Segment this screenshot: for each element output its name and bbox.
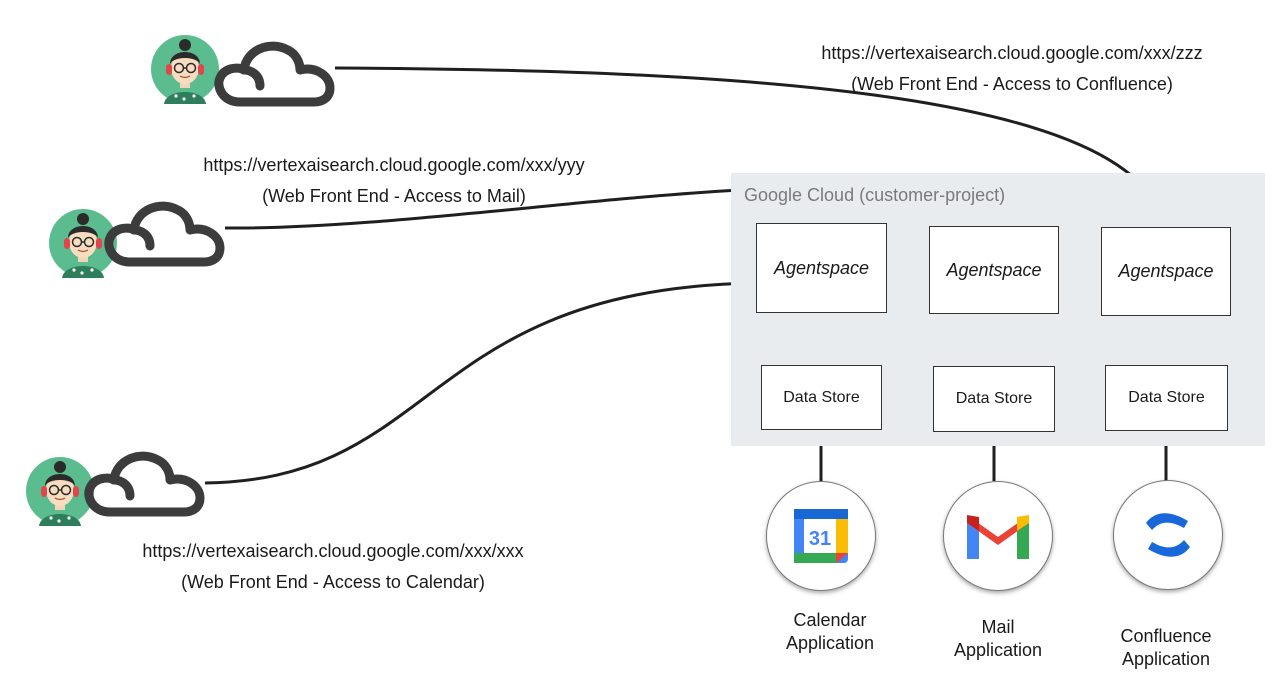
url-text-calendar[interactable]: https://vertexaisearch.cloud.google.com/… xyxy=(142,541,524,561)
region-label: Google Cloud (customer-project) xyxy=(744,185,1006,205)
user-avatar-confluence xyxy=(150,34,220,109)
calendar-app-label-line1: Calendar xyxy=(793,610,867,630)
confluence-icon xyxy=(1146,513,1190,557)
agentspace-box-mail[interactable]: Agentspace xyxy=(929,226,1059,314)
calendar-app-label: Calendar Application xyxy=(762,609,898,655)
person-avatar-icon xyxy=(49,209,117,278)
calendar-day-number: 31 xyxy=(809,528,831,550)
mail-app-label: Mail Application xyxy=(930,616,1066,662)
arrow-user-confluence xyxy=(334,66,1170,225)
mail-app-circle[interactable] xyxy=(943,481,1053,591)
cloud-icon-mail xyxy=(104,201,225,267)
url-label-confluence: https://vertexaisearch.cloud.google.com/… xyxy=(790,38,1234,100)
mail-app-label-line1: Mail xyxy=(981,617,1015,637)
agentspace-box-confluence[interactable]: Agentspace xyxy=(1101,227,1231,316)
data-store-box-calendar[interactable]: Data Store xyxy=(761,365,882,430)
url-caption-mail: (Web Front End - Access to Mail) xyxy=(262,186,526,206)
url-label-calendar: https://vertexaisearch.cloud.google.com/… xyxy=(111,536,555,598)
user-avatar-calendar xyxy=(25,456,95,531)
url-text-mail[interactable]: https://vertexaisearch.cloud.google.com/… xyxy=(203,155,585,175)
agentspace-box-calendar[interactable]: Agentspace xyxy=(756,223,887,313)
cloud-icon-calendar xyxy=(84,451,205,517)
confluence-app-circle[interactable] xyxy=(1113,480,1223,590)
url-caption-calendar: (Web Front End - Access to Calendar) xyxy=(181,572,485,592)
url-label-mail: https://vertexaisearch.cloud.google.com/… xyxy=(172,150,616,212)
mail-app-label-line2: Application xyxy=(953,640,1043,660)
url-text-confluence[interactable]: https://vertexaisearch.cloud.google.com/… xyxy=(821,43,1203,63)
confluence-app-label-line1: Confluence xyxy=(1120,626,1212,646)
calendar-app-circle[interactable]: 31 xyxy=(766,481,876,591)
user-avatar-mail xyxy=(48,208,118,283)
cloud-icon-confluence xyxy=(214,41,335,107)
person-avatar-icon xyxy=(26,457,94,526)
data-store-box-mail[interactable]: Data Store xyxy=(933,366,1055,432)
url-caption-confluence: (Web Front End - Access to Confluence) xyxy=(851,74,1173,94)
data-store-box-confluence[interactable]: Data Store xyxy=(1105,365,1228,431)
person-avatar-icon xyxy=(151,35,219,104)
calendar-app-label-line2: Application xyxy=(785,633,875,653)
arrow-user-calendar xyxy=(204,271,757,485)
gmail-icon xyxy=(967,515,1029,559)
google-calendar-icon: 31 xyxy=(794,509,848,563)
confluence-app-label-line2: Application xyxy=(1121,649,1211,669)
confluence-app-label: Confluence Application xyxy=(1098,625,1234,671)
